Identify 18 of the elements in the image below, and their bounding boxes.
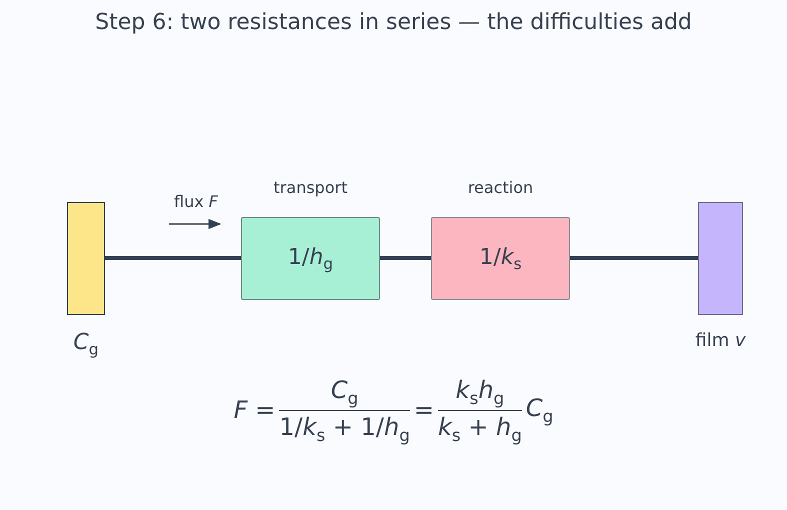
bar-caption: film v xyxy=(694,330,747,351)
formula-term: F = xyxy=(234,396,276,424)
box-heading: reaction xyxy=(466,178,534,197)
resistance-label: 1/h$_{g}$ xyxy=(286,244,334,273)
direction-label: flux F xyxy=(173,192,219,211)
bar-caption: C$_{g}$ xyxy=(72,330,100,358)
fraction-denominator: k$_{s}$ + h$_{g}$ xyxy=(438,412,522,445)
formula-term: C$_{g}$ xyxy=(526,394,554,426)
diagram-title: Step 6: two resistances in series — the difficulties add xyxy=(94,10,693,35)
connector-line xyxy=(570,256,698,260)
fraction-denominator: 1/k$_{s}$ + 1/h$_{g}$ xyxy=(279,412,410,445)
fraction-numerator: C$_{g}$ xyxy=(330,376,358,408)
connector-line xyxy=(105,256,241,260)
fraction-numerator: k$_{s}$h$_{g}$ xyxy=(456,376,504,408)
box-heading: transport xyxy=(272,178,348,197)
connector-line xyxy=(380,256,431,260)
formula-term: = xyxy=(414,396,434,424)
resistance-label: 1/k$_{s}$ xyxy=(478,244,523,273)
